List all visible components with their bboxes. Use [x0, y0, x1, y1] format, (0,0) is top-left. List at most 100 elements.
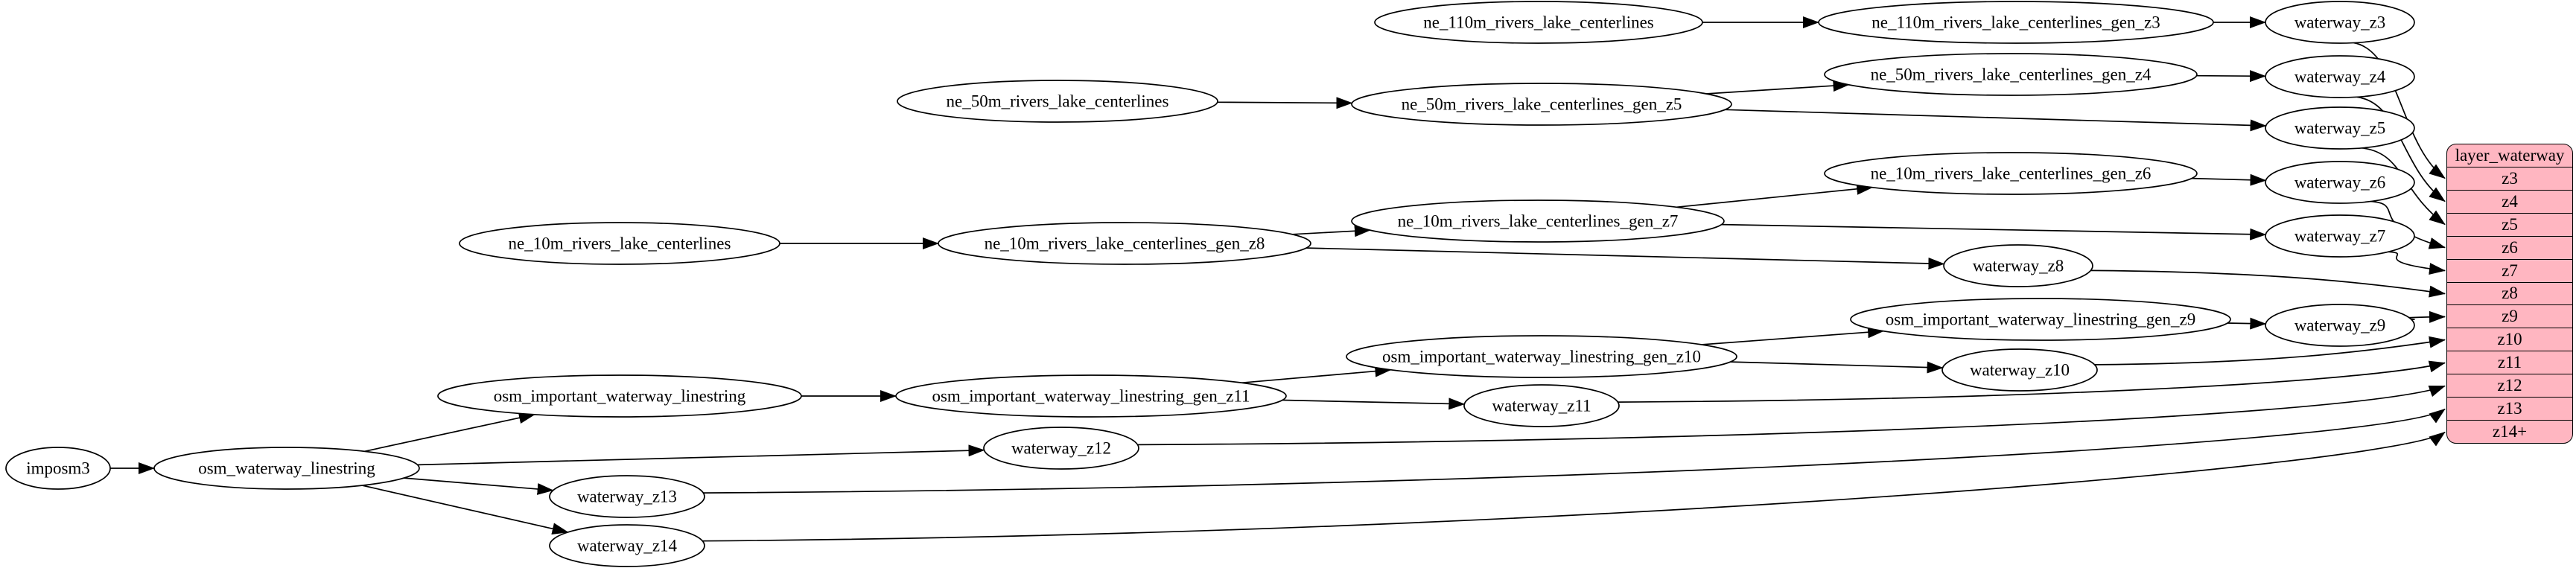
node-ellipse-ne_10m_rivers_lake_centerlines_gen_z8 [938, 222, 1311, 265]
node-ne_10m_rivers_lake_centerlines_gen_z6: ne_10m_rivers_lake_centerlines_gen_z6 [1824, 152, 2198, 195]
edge-ne_10m_rivers_lake_centerlines_gen_z6-to-waterway_z6 [2191, 173, 2267, 186]
node-label-ne_10m_rivers_lake_centerlines: ne_10m_rivers_lake_centerlines [509, 234, 731, 253]
record-row-z14plus: z14+ [2447, 420, 2572, 443]
node-label-osm_waterway_linestring: osm_waterway_linestring [198, 459, 375, 478]
node-ellipse-osm_important_waterway_linestring_gen_z10 [1346, 335, 1737, 378]
node-ellipse-imposm3 [5, 447, 111, 490]
node-label-waterway_z13: waterway_z13 [577, 488, 677, 506]
node-label-waterway_z5: waterway_z5 [2294, 119, 2386, 138]
node-waterway_z6: waterway_z6 [2265, 161, 2415, 204]
edge-osm_important_waterway_linestring_gen_z9-to-waterway_z9 [2227, 317, 2267, 330]
node-label-ne_10m_rivers_lake_centerlines_gen_z8: ne_10m_rivers_lake_centerlines_gen_z8 [985, 234, 1265, 253]
node-ellipse-ne_10m_rivers_lake_centerlines_gen_z6 [1824, 152, 2198, 195]
edge-ne_50m_rivers_lake_centerlines_gen_z4-to-waterway_z4 [2196, 70, 2266, 83]
record-header-layer-waterway: layer_waterway [2455, 145, 2565, 165]
node-ne_10m_rivers_lake_centerlines_gen_z8: ne_10m_rivers_lake_centerlines_gen_z8 [938, 222, 1311, 265]
node-osm_important_waterway_linestring_gen_z9: osm_important_waterway_linestring_gen_z9 [1850, 298, 2231, 341]
node-ellipse-waterway_z5 [2265, 106, 2415, 150]
node-ellipse-osm_important_waterway_linestring_gen_z11 [895, 374, 1287, 418]
node-ellipse-waterway_z3 [2265, 1, 2415, 44]
record-row-z4: z4 [2447, 189, 2572, 213]
edge-ne_10m_rivers_lake_centerlines_gen_z8-to-ne_10m_rivers_lake_centerlines_gen_z7 [1292, 225, 1371, 237]
node-label-osm_important_waterway_linestring_gen_z11: osm_important_waterway_linestring_gen_z1… [932, 387, 1250, 406]
edge-waterway_z7-to-row-z7 [2388, 251, 2446, 275]
record-row-z8: z8 [2447, 281, 2572, 305]
edge-waterway_z3-to-row-z3 [2353, 42, 2446, 179]
node-ellipse-waterway_z13 [549, 475, 705, 518]
node-ne_10m_rivers_lake_centerlines_gen_z7: ne_10m_rivers_lake_centerlines_gen_z7 [1351, 200, 1725, 243]
record-row-z13: z13 [2447, 397, 2572, 420]
node-waterway_z4: waterway_z4 [2265, 55, 2415, 98]
edge-ne_10m_rivers_lake_centerlines_gen_z8-to-waterway_z8 [1306, 247, 1945, 269]
node-ellipse-ne_50m_rivers_lake_centerlines [897, 80, 1218, 123]
node-label-ne_50m_rivers_lake_centerlines_gen_z5: ne_50m_rivers_lake_centerlines_gen_z5 [1402, 95, 1682, 114]
node-ellipse-ne_50m_rivers_lake_centerlines_gen_z5 [1351, 83, 1732, 126]
node-ellipse-osm_important_waterway_linestring_gen_z9 [1850, 298, 2231, 341]
edge-osm_important_waterway_linestring_gen_z11-to-osm_important_waterway_linestring_gen_z10 [1241, 365, 1392, 384]
record-row-z6: z6 [2447, 235, 2572, 259]
node-label-waterway_z14: waterway_z14 [577, 537, 678, 555]
node-label-osm_important_waterway_linestring: osm_important_waterway_linestring [494, 387, 746, 406]
node-osm_important_waterway_linestring_gen_z11: osm_important_waterway_linestring_gen_z1… [895, 374, 1287, 418]
node-ellipse-waterway_z4 [2265, 55, 2415, 98]
node-ellipse-osm_important_waterway_linestring [437, 374, 802, 418]
edge-osm_important_waterway_linestring_gen_z11-to-waterway_z11 [1282, 398, 1466, 410]
node-ne_10m_rivers_lake_centerlines: ne_10m_rivers_lake_centerlines [459, 222, 780, 265]
node-waterway_z10: waterway_z10 [1941, 348, 2098, 392]
record-row-z12: z12 [2447, 374, 2572, 397]
node-waterway_z7: waterway_z7 [2265, 214, 2415, 258]
record-row-z5: z5 [2447, 212, 2572, 236]
node-label-ne_110m_rivers_lake_centerlines_gen_z3: ne_110m_rivers_lake_centerlines_gen_z3 [1871, 13, 2160, 32]
node-ellipse-waterway_z14 [549, 524, 705, 567]
node-waterway_z8: waterway_z8 [1943, 244, 2093, 287]
edge-ne_50m_rivers_lake_centerlines_gen_z5-to-waterway_z5 [1725, 109, 2267, 132]
edge-waterway_z6-to-row-z6 [2370, 200, 2446, 249]
record-row-z11: z11 [2447, 351, 2572, 374]
edge-ne_50m_rivers_lake_centerlines-to-ne_50m_rivers_lake_centerlines_gen_z5 [1217, 97, 1353, 109]
node-osm_important_waterway_linestring: osm_important_waterway_linestring [437, 374, 802, 418]
edge-osm_waterway_linestring-to-waterway_z12 [417, 444, 985, 466]
edge-osm_important_waterway_linestring_gen_z10-to-waterway_z10 [1730, 361, 1944, 374]
node-ellipse-ne_110m_rivers_lake_centerlines [1374, 1, 1703, 44]
node-waterway_z3: waterway_z3 [2265, 1, 2415, 44]
node-ne_50m_rivers_lake_centerlines_gen_z5: ne_50m_rivers_lake_centerlines_gen_z5 [1351, 83, 1732, 126]
edge-osm_waterway_linestring-to-waterway_z14 [362, 485, 569, 535]
edge-waterway_z13-to-row-z13 [703, 408, 2446, 494]
node-ellipse-waterway_z6 [2265, 161, 2415, 204]
edge-osm_important_waterway_linestring_gen_z10-to-osm_important_waterway_linestring_gen_z9 [1701, 326, 1885, 345]
node-label-ne_50m_rivers_lake_centerlines_gen_z4: ne_50m_rivers_lake_centerlines_gen_z4 [1871, 66, 2152, 84]
node-ellipse-waterway_z12 [983, 427, 1139, 470]
node-ellipse-ne_50m_rivers_lake_centerlines_gen_z4 [1824, 53, 2198, 96]
node-label-waterway_z4: waterway_z4 [2294, 68, 2386, 86]
node-label-waterway_z11: waterway_z11 [1492, 397, 1591, 415]
node-osm_waterway_linestring: osm_waterway_linestring [153, 447, 420, 490]
node-osm_important_waterway_linestring_gen_z10: osm_important_waterway_linestring_gen_z1… [1346, 335, 1737, 378]
node-waterway_z14: waterway_z14 [549, 524, 705, 567]
node-waterway_z11: waterway_z11 [1463, 384, 1620, 427]
node-ellipse-waterway_z10 [1941, 348, 2098, 392]
node-ne_110m_rivers_lake_centerlines: ne_110m_rivers_lake_centerlines [1374, 1, 1703, 44]
node-label-waterway_z10: waterway_z10 [1970, 361, 2070, 380]
record-row-z9: z9 [2447, 304, 2572, 328]
edge-waterway_z14-to-row-z14+ [702, 431, 2446, 542]
node-ne_110m_rivers_lake_centerlines_gen_z3: ne_110m_rivers_lake_centerlines_gen_z3 [1818, 1, 2214, 44]
node-label-ne_10m_rivers_lake_centerlines_gen_z6: ne_10m_rivers_lake_centerlines_gen_z6 [1871, 165, 2152, 183]
edge-ne_10m_rivers_lake_centerlines_gen_z7-to-waterway_z7 [1721, 223, 2267, 240]
node-label-ne_10m_rivers_lake_centerlines_gen_z7: ne_10m_rivers_lake_centerlines_gen_z7 [1398, 212, 1679, 231]
node-waterway_z5: waterway_z5 [2265, 106, 2415, 150]
node-label-ne_110m_rivers_lake_centerlines: ne_110m_rivers_lake_centerlines [1423, 13, 1654, 32]
node-ellipse-ne_10m_rivers_lake_centerlines [459, 222, 780, 265]
node-label-osm_important_waterway_linestring_gen_z10: osm_important_waterway_linestring_gen_z1… [1382, 348, 1701, 366]
node-label-waterway_z9: waterway_z9 [2294, 316, 2386, 335]
node-ne_50m_rivers_lake_centerlines: ne_50m_rivers_lake_centerlines [897, 80, 1218, 123]
node-label-waterway_z12: waterway_z12 [1011, 439, 1111, 458]
node-ellipse-ne_10m_rivers_lake_centerlines_gen_z7 [1351, 200, 1725, 243]
node-ellipse-waterway_z11 [1463, 384, 1620, 427]
node-label-waterway_z7: waterway_z7 [2294, 227, 2386, 246]
edge-osm_waterway_linestring-to-waterway_z13 [404, 477, 554, 495]
edge-waterway_z8-to-row-z8 [2090, 269, 2446, 298]
node-waterway_z12: waterway_z12 [983, 427, 1139, 470]
record-row-z3: z3 [2447, 166, 2572, 190]
node-ellipse-waterway_z7 [2265, 214, 2415, 258]
